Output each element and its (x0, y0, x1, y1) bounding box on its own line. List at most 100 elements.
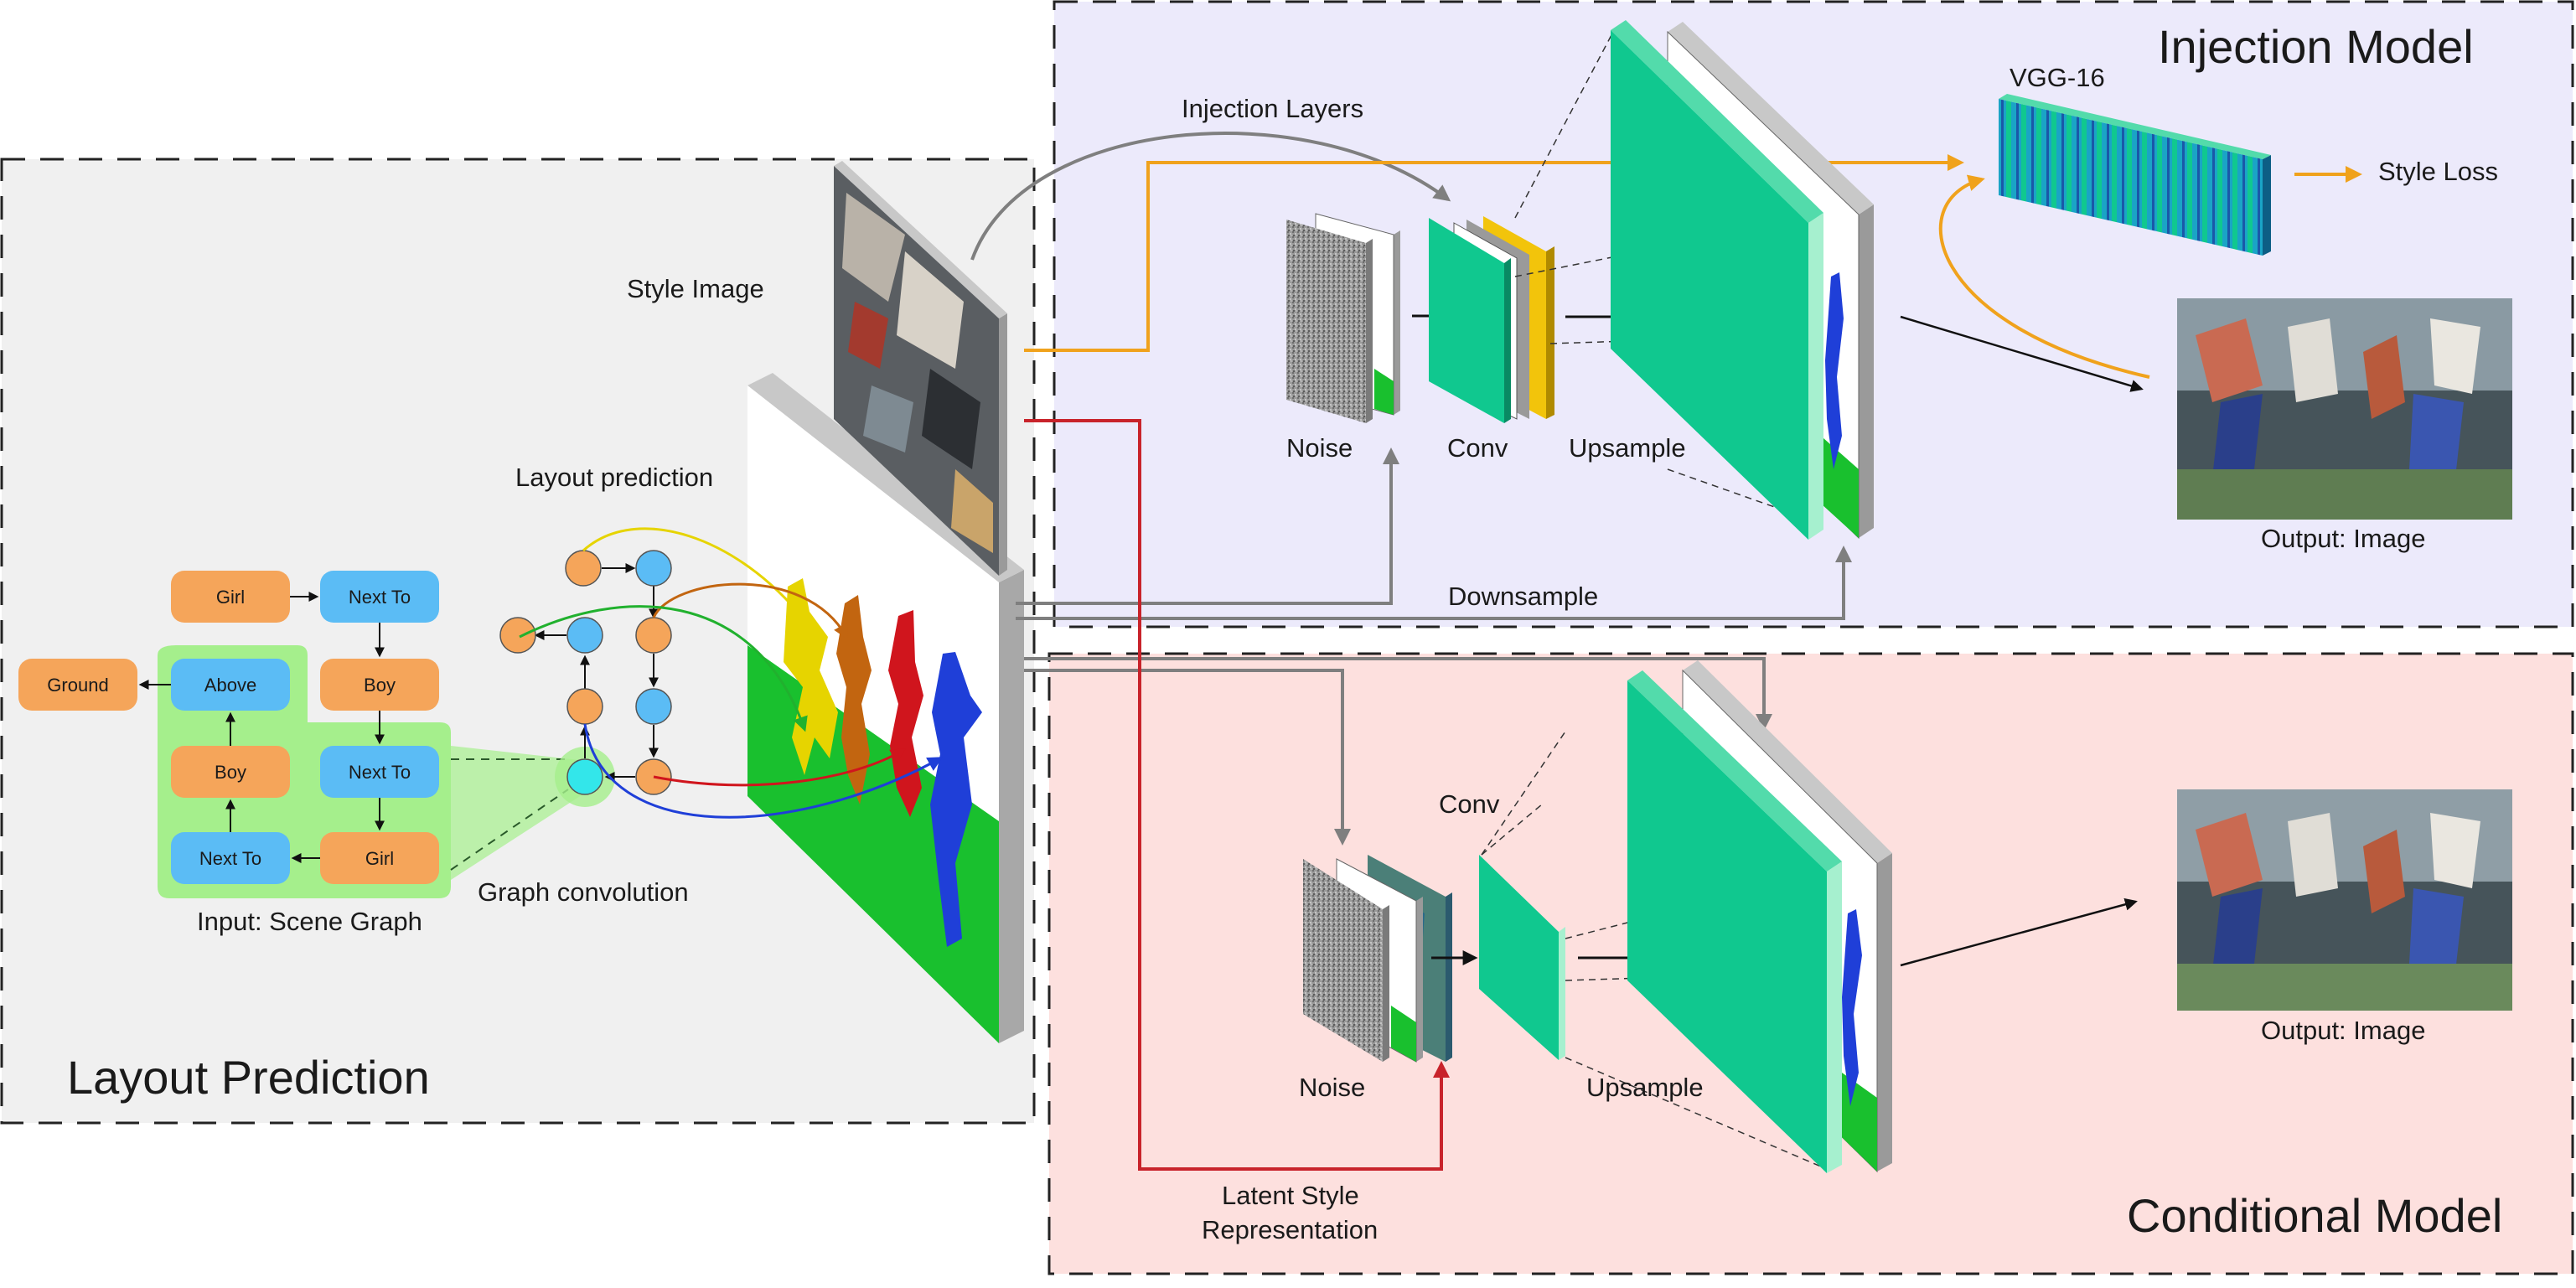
upsample-top-back-side (1859, 204, 1874, 538)
latent-style-label-2: Representation (1202, 1215, 1378, 1244)
graph-conv-beam (451, 746, 587, 880)
arrow-crimson (653, 748, 907, 787)
style-image-patch-6 (951, 469, 993, 553)
conditional-model-title: Conditional Model (2127, 1189, 2502, 1242)
style-image-patch-4 (922, 369, 980, 469)
node-girl-bottom-label: Girl (365, 848, 394, 869)
upsample-top-back-top (1668, 22, 1874, 215)
gc-node-f (566, 688, 603, 725)
upsample-top-side (1808, 213, 1823, 540)
conv-bottom-proj-2 (1481, 804, 1543, 856)
arrow-blue (583, 723, 944, 819)
gc-node-e (635, 617, 672, 654)
conv-bottom-proj-1 (1481, 728, 1568, 856)
output-to-vgg-arrow (1938, 174, 2150, 379)
style-orange-line (1024, 154, 1964, 352)
conv-block-bottom (1479, 728, 1568, 1060)
node-boy-right (320, 659, 439, 711)
vgg16-label: VGG-16 (2010, 63, 2105, 92)
output-top-ground (2177, 469, 2512, 520)
vgg16-block (1999, 94, 2271, 256)
node-girl-top (171, 571, 290, 623)
upsample-map-top (1514, 20, 1874, 540)
gc-node-c (499, 617, 536, 654)
gc-node-a (565, 550, 602, 587)
noise-stack-top (1286, 213, 1400, 423)
vgg16-face (1999, 99, 2263, 256)
style-image-patch-5 (863, 385, 913, 453)
noise-top-label: Noise (1286, 433, 1353, 463)
output-top-patch-5 (2212, 394, 2263, 478)
scene-graph-caption: Input: Scene Graph (197, 907, 422, 936)
map-to-output-arrow-top (1900, 315, 2144, 392)
conv-bottom-face (1479, 855, 1559, 1060)
scene-graph: Girl Next To Ground Above Boy Boy Next T… (18, 571, 451, 936)
node-next-to-top-label: Next To (349, 587, 411, 608)
arrow-yellow (582, 527, 807, 623)
output-bottom-patch-5 (2212, 888, 2263, 972)
injection-layers-label: Injection Layers (1182, 94, 1363, 123)
upsample-bottom-label: Upsample (1586, 1073, 1704, 1102)
conv-top-label: Conv (1447, 433, 1508, 463)
style-image-patch-3 (848, 302, 888, 369)
upsample-top-label: Upsample (1569, 433, 1686, 463)
upsample-bottom-back-top (1683, 660, 1892, 863)
noise-bottom-mask-grass (1391, 1006, 1416, 1062)
style-loss-label: Style Loss (2378, 157, 2498, 186)
latent-style-label-1: Latent Style (1222, 1181, 1359, 1210)
noise-bottom-front-face (1303, 859, 1383, 1062)
layout-to-noise-bottom (1024, 669, 1351, 846)
output-bottom-patch-4 (2430, 813, 2480, 888)
noise-bottom-mask-side (1416, 897, 1423, 1062)
upsample-bottom-side (1827, 861, 1842, 1173)
graph-convolution: Graph convolution (450, 550, 689, 907)
vgg16-top (1999, 94, 2271, 159)
silhouette-brown (836, 595, 872, 804)
output-bottom-patch-6 (2409, 888, 2464, 972)
noise-bottom-label: Noise (1299, 1073, 1365, 1102)
gc-node-g (635, 688, 672, 725)
conv-bottom-side (1559, 927, 1565, 1060)
node-above (171, 659, 290, 711)
output-top-label: Output: Image (2261, 524, 2425, 553)
style-image-label: Style Image (627, 274, 764, 303)
upsample-top-face (1611, 30, 1808, 540)
conv-block-top (1429, 216, 1554, 423)
noise-top-back-side (1394, 230, 1400, 415)
output-bottom-patch-3 (2363, 830, 2405, 913)
noise-stack-bottom (1303, 855, 1452, 1063)
output-top-patch-3 (2363, 335, 2405, 419)
upsample-bottom-back-side (1877, 853, 1892, 1172)
downsample-to-map (1016, 546, 1852, 620)
output-top-patch-6 (2409, 394, 2464, 478)
latent-style-red-line (1024, 419, 1450, 1171)
node-above-label: Above (204, 675, 256, 696)
output-bottom-patch-2 (2288, 813, 2338, 897)
graph-convolution-label: Graph convolution (478, 877, 689, 907)
node-next-to-mid (320, 746, 439, 798)
vgg16-side (2263, 155, 2271, 256)
output-bottom-ground (2177, 964, 2512, 1011)
layout-prediction-label: Layout prediction (515, 463, 713, 492)
output-bottom-patch-1 (2196, 813, 2263, 897)
node-ground-label: Ground (47, 675, 108, 696)
node-next-to-bottom-label: Next To (199, 848, 261, 869)
noise-bottom-front-side (1383, 905, 1389, 1062)
node-girl-bottom (320, 832, 439, 884)
node-next-to-top (320, 571, 439, 623)
silhouette-red (888, 610, 923, 817)
node-boy-left (171, 746, 290, 798)
output-top-patch-4 (2430, 318, 2480, 394)
noise-top-back-grass (1374, 369, 1394, 415)
upsample-top-proj-4 (1667, 468, 1811, 520)
output-bottom-label: Output: Image (2261, 1016, 2425, 1045)
arrow-brown (652, 582, 848, 640)
style-image-top (834, 161, 1007, 318)
layout-to-map-bottom (1024, 657, 1772, 731)
output-top-patch-1 (2196, 318, 2263, 402)
node-girl-top-label: Girl (216, 587, 245, 608)
output-top-patch-2 (2288, 318, 2338, 402)
noise-top-front-side (1366, 239, 1373, 423)
node-boy-right-label: Boy (364, 675, 396, 696)
